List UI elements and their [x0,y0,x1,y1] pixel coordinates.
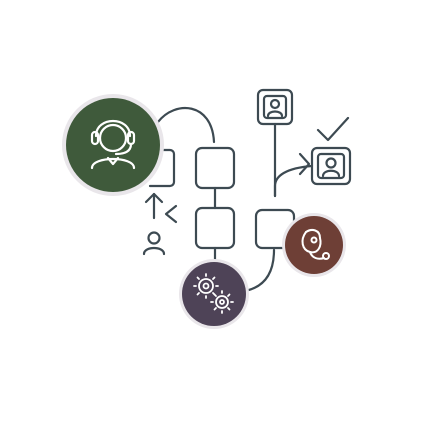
user-card-top [256,88,294,126]
middle-box-1 [194,146,236,190]
middle-box-2 [194,206,236,250]
arrow-up-icon [144,192,164,220]
user-icon [325,157,337,169]
headset-agent-icon [90,120,136,170]
settings-badge [179,259,249,329]
check-icon [316,116,350,142]
stethoscope-icon [301,229,330,260]
chevron-right-icon [298,152,311,176]
branch-right [273,164,314,198]
user-icon [147,231,161,245]
gears-icon [193,273,234,314]
medical-badge [282,213,346,277]
chevron-left-icon [164,204,178,224]
plain-user [142,231,166,256]
left-column-box [148,148,176,188]
user-card-right [310,146,352,186]
connector-arc-top [156,107,216,144]
support-agent-badge [62,94,164,196]
user-icon [269,98,281,110]
